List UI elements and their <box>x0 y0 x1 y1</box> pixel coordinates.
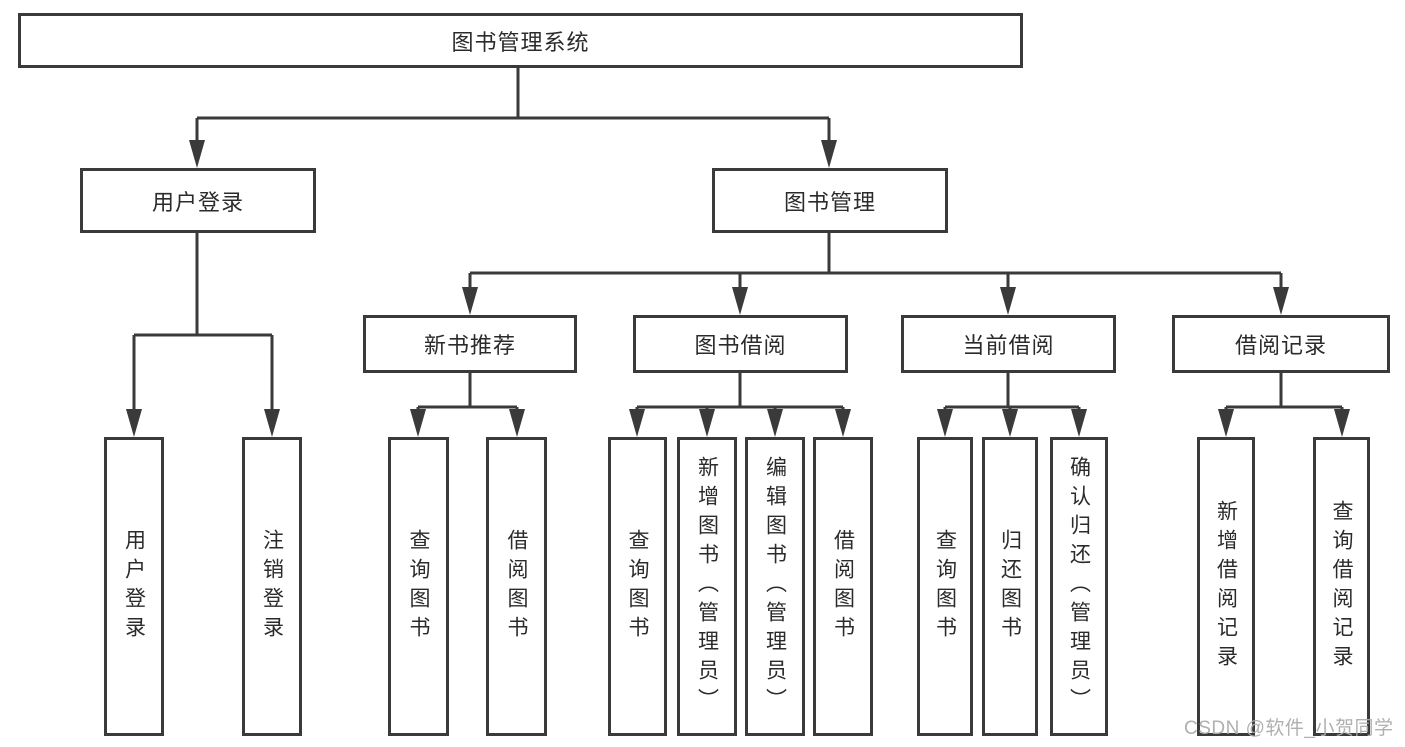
node-current-borrowing: 当前借阅 <box>901 315 1116 373</box>
arrow-down-icon <box>126 409 280 437</box>
edge-current-borrowing-to-children <box>937 371 1087 437</box>
edge-root-to-branches <box>189 66 837 168</box>
leaf-user-login: 用户登录 <box>104 437 164 736</box>
leaf-borrow-books-recommend: 借阅图书 <box>486 437 547 736</box>
leaf-query-books-recommend: 查询图书 <box>388 437 449 736</box>
leaf-add-borrow-record: 新增借阅记录 <box>1197 437 1255 736</box>
node-book-management: 图书管理 <box>712 168 948 233</box>
arrow-down-icon <box>629 409 851 437</box>
node-new-book-recommendation: 新书推荐 <box>363 315 577 373</box>
arrow-down-icon <box>937 409 1087 437</box>
edge-user-login-to-children <box>126 231 280 437</box>
edge-borrowing-records-to-children <box>1218 371 1350 437</box>
leaf-borrow-books-borrowing: 借阅图书 <box>813 437 873 736</box>
leaf-add-book-admin: 新增图书（管理员） <box>677 437 737 736</box>
node-user-login: 用户登录 <box>80 168 316 233</box>
node-book-borrowing: 图书借阅 <box>633 315 848 373</box>
arrow-down-icon <box>462 287 1289 315</box>
leaf-query-books-borrowing: 查询图书 <box>608 437 667 736</box>
edge-book-management-to-modules <box>462 231 1289 315</box>
node-borrowing-records: 借阅记录 <box>1172 315 1390 373</box>
arrow-down-icon <box>410 409 525 437</box>
node-library-management-system: 图书管理系统 <box>18 13 1023 68</box>
leaf-return-books: 归还图书 <box>982 437 1038 736</box>
arrow-down-icon <box>1218 409 1350 437</box>
leaf-query-books-current: 查询图书 <box>917 437 973 736</box>
edge-book-borrowing-to-children <box>629 371 851 437</box>
leaf-edit-book-admin: 编辑图书（管理员） <box>745 437 805 736</box>
leaf-query-borrow-record: 查询借阅记录 <box>1313 437 1370 736</box>
arrow-down-icon <box>189 140 837 168</box>
leaf-confirm-return-admin: 确认归还（管理员） <box>1050 437 1108 736</box>
watermark: CSDN @软件_小贺同学 <box>1184 718 1394 739</box>
leaf-logout: 注销登录 <box>242 437 302 736</box>
edge-new-book-recommendation-to-children <box>410 371 525 437</box>
